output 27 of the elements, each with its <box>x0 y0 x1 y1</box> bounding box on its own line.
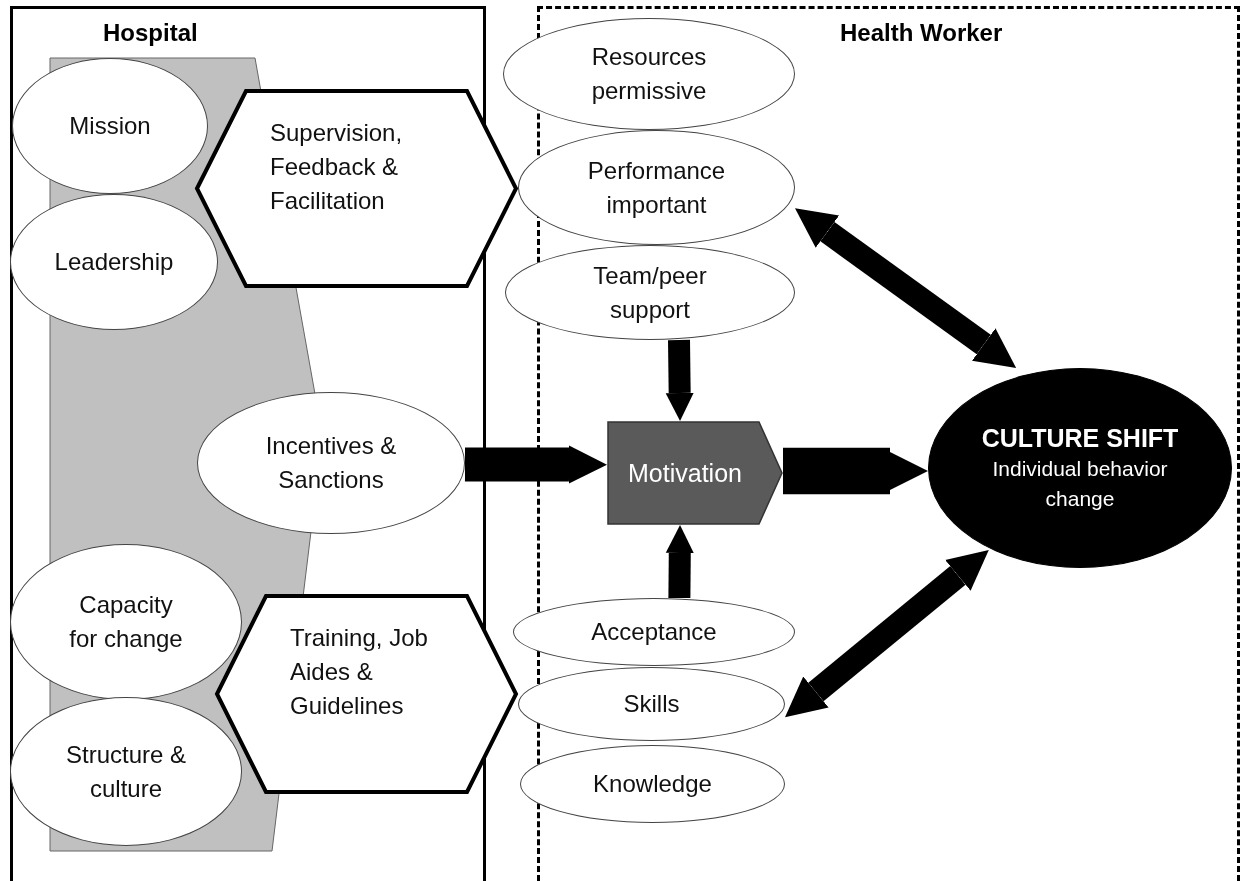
node-label: Performance important <box>586 155 727 220</box>
node-label: Supervision, Feedback & Facilitation <box>270 118 404 216</box>
region-title: Hospital <box>103 19 198 47</box>
node-label: Incentives & Sanctions <box>264 431 398 495</box>
node-label: Capacity for change <box>68 590 184 654</box>
node-label: Leadership <box>54 247 174 277</box>
block-arrow <box>783 447 928 495</box>
hexagon-shape <box>216 594 517 794</box>
pentagon-shape <box>607 421 783 525</box>
block-arrow <box>464 445 607 484</box>
node-label: Knowledge <box>593 769 712 799</box>
node-label: Motivation <box>628 458 742 489</box>
node-label: Training, Job Aides & Guidelines <box>290 623 429 721</box>
block-arrow <box>785 550 989 718</box>
node-label: Individual behavior change <box>991 456 1169 512</box>
hexagon-shape <box>196 89 517 288</box>
node-label: CULTURE SHIFT <box>981 423 1179 454</box>
region-title: Health Worker <box>840 19 1003 47</box>
node-label: Resources permissive <box>590 42 708 106</box>
node-label: Mission <box>69 111 151 141</box>
block-arrow <box>665 339 694 421</box>
block-arrow <box>665 525 694 599</box>
node-label: Skills <box>623 689 680 719</box>
node-label: Acceptance <box>591 617 717 647</box>
node-label: Structure & culture <box>64 739 187 804</box>
node-label: Team/peer support <box>592 260 708 325</box>
block-arrow <box>795 208 1017 368</box>
